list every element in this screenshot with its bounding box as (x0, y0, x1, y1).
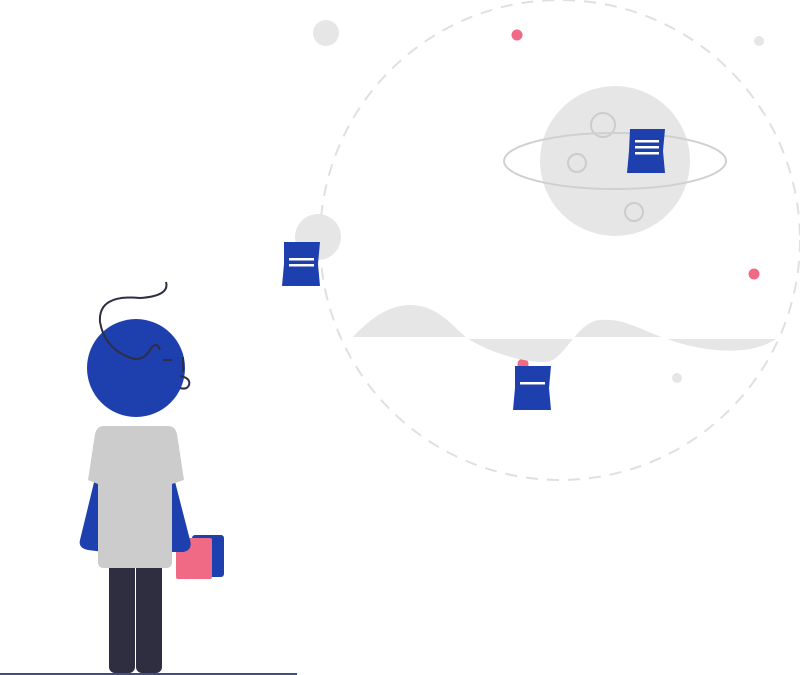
pink-dot (511, 29, 523, 41)
planet-icon (503, 86, 727, 236)
person-leg-left (109, 555, 135, 673)
document-icon (282, 242, 320, 286)
gray-dot (754, 36, 764, 46)
person-ear (179, 375, 191, 390)
document-icon (513, 366, 551, 410)
person-figure (79, 281, 224, 673)
person-shirt (88, 426, 184, 568)
pink-dot (748, 268, 760, 280)
document-icon (627, 129, 665, 173)
dashed-orbit-circle (319, 0, 800, 481)
gray-dot (313, 20, 339, 46)
wave-landscape (352, 305, 778, 362)
person-head (87, 319, 185, 417)
person-leg-right (136, 555, 162, 673)
gray-dot (672, 373, 682, 383)
person-hair-strand (98, 281, 168, 360)
